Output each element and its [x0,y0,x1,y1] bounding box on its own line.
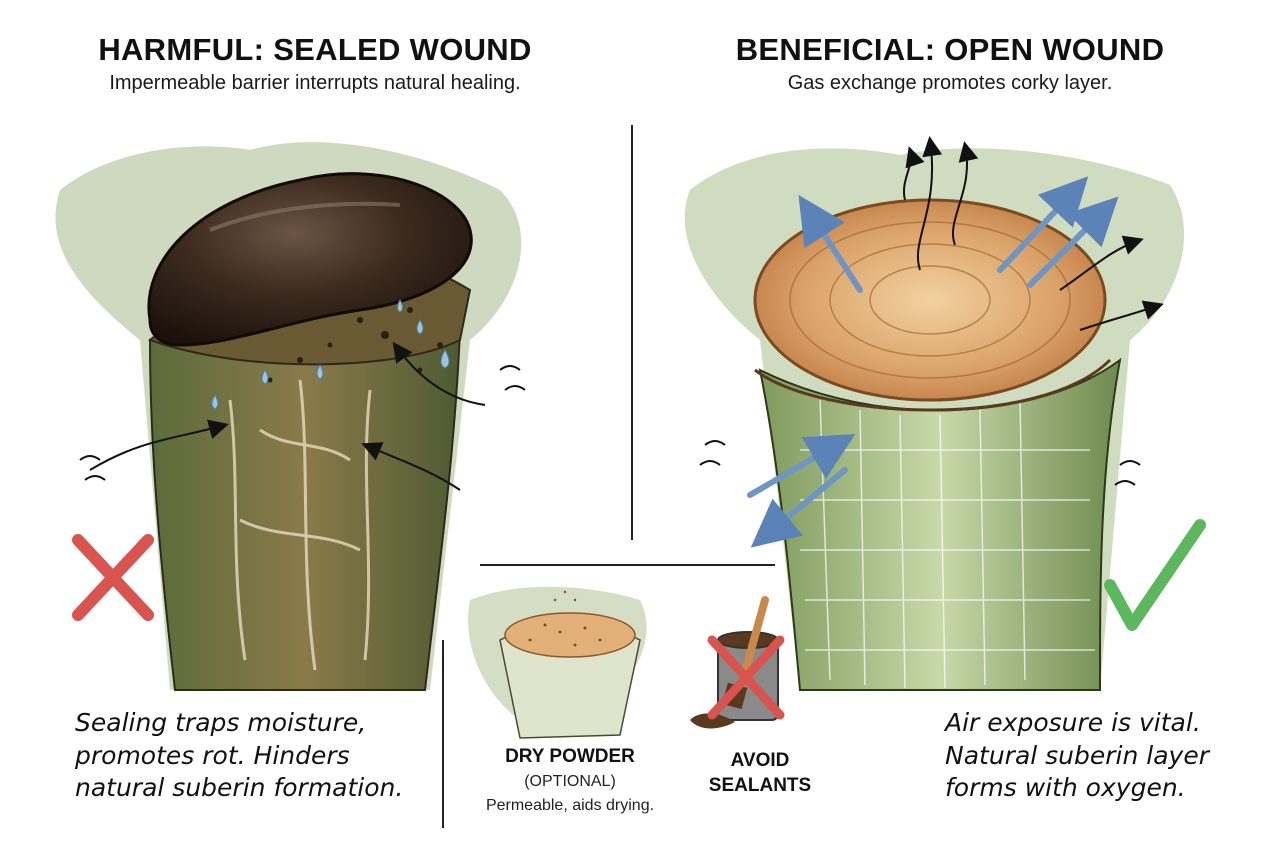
right-title: BENEFICIAL: OPEN WOUND [735,32,1165,67]
left-caption: Sealing traps moisture, promotes rot. Hi… [75,707,445,805]
right-subtitle: Gas exchange promotes corky layer. [787,72,1113,94]
right-caption-line-3: forms with oxygen. [945,773,1186,802]
right-caption: Air exposure is vital. Natural suberin l… [945,707,1245,805]
left-title: HARMFUL: SEALED WOUND [98,32,532,67]
dry-powder-illustration [468,586,647,739]
avoid-label-line-1: AVOID [730,750,790,771]
left-caption-line-1: Sealing traps moisture, [75,708,367,737]
sealed-wound-illustration [55,142,526,691]
right-caption-line-1: Air exposure is vital. [945,708,1201,737]
avoid-sealants-label: AVOID SEALANTS [680,750,840,797]
left-caption-line-3: natural suberin formation. [75,773,404,802]
left-caption-line-2: promotes rot. Hinders [75,740,350,770]
dry-powder-note: Permeable, aids drying. [485,797,655,814]
dry-powder-optional: (OPTIONAL) [524,773,616,790]
dry-powder-label: DRY POWDER [505,746,635,767]
open-wound-illustration [684,136,1185,691]
panel-divider [442,125,775,828]
green-check-icon [1104,519,1206,631]
avoid-x-icon [707,635,785,720]
left-subtitle: Impermeable barrier interrupts natural h… [109,72,521,94]
avoid-label-line-2: SEALANTS [708,775,812,796]
red-x-icon [72,534,154,621]
right-caption-line-2: Natural suberin layer [945,740,1210,770]
